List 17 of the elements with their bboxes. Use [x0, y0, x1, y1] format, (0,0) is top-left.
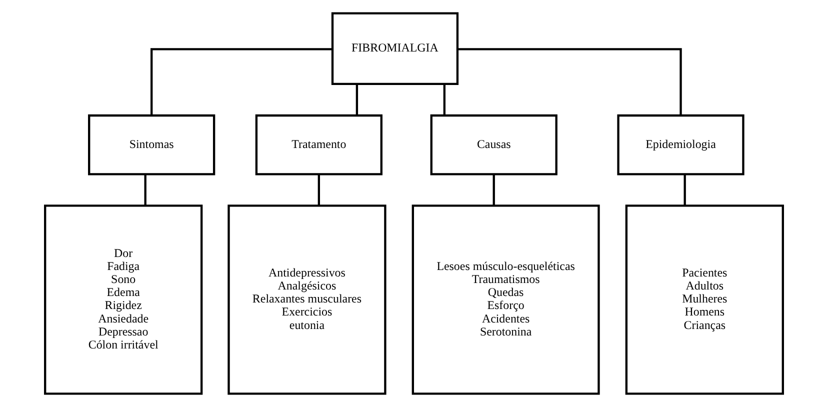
connector [150, 48, 332, 115]
node-box: Dor Fadiga Sono Edema Rigidez Ansiedade Depressao Cólon irritável [44, 204, 202, 394]
connector [317, 174, 320, 205]
connector [144, 174, 146, 205]
node-box: FIBROMIALGIA [330, 12, 458, 85]
connector [457, 48, 682, 115]
node-box: Epidemiologia [616, 114, 744, 175]
node-box: Lesoes músculo-esqueléticas Traumatismos Quedas Esforço Acidentes Serotonina [411, 204, 600, 394]
node-box: Sintomas [88, 114, 215, 175]
node-box: Tratamento [254, 114, 382, 175]
node-box: Antidepressivos Analgésicos Relaxantes musculares Exercicios eutonia [227, 204, 386, 394]
connector [683, 174, 686, 205]
node-box: Pacientes Adultos Mulheres Homens Crianças [624, 204, 784, 394]
connector [492, 174, 494, 205]
node-box: Causas [430, 114, 557, 175]
connector [442, 84, 446, 115]
connector [355, 84, 358, 115]
